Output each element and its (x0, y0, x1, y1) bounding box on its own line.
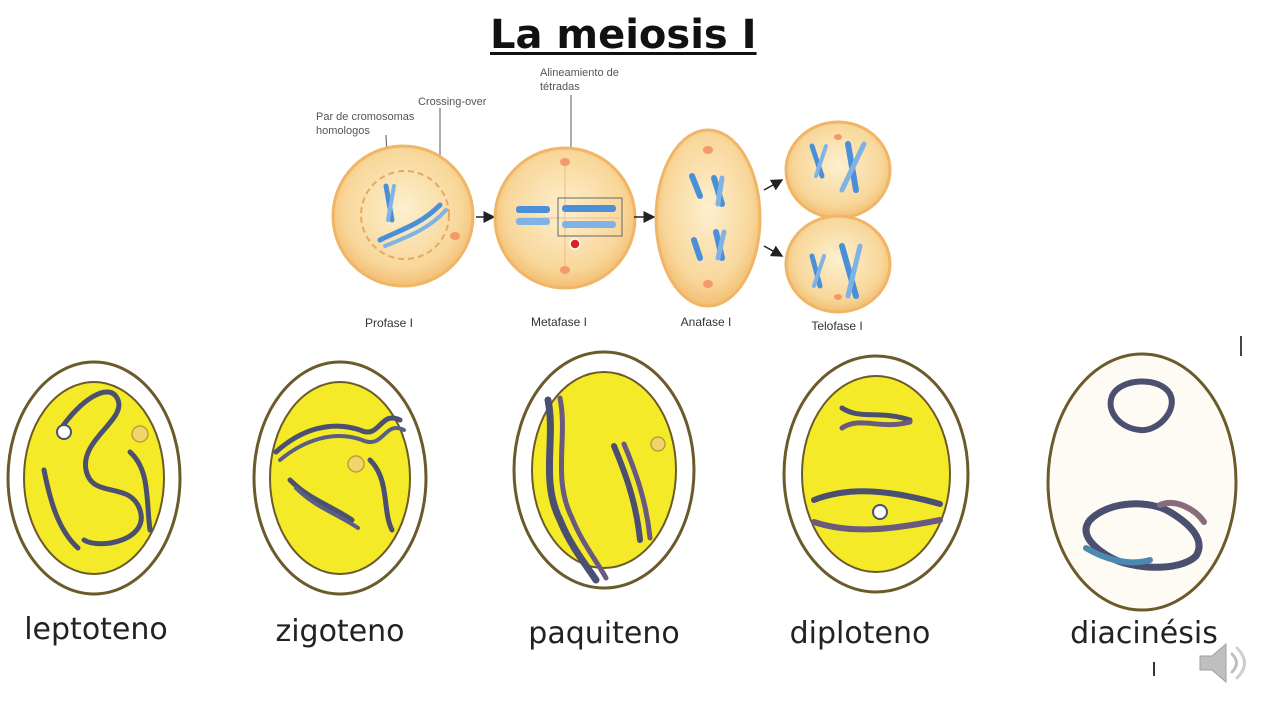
anaphase-cell (654, 128, 762, 308)
stage-label-zygotene: zigoteno (275, 614, 405, 649)
arrow-anaphase-to-telophase-top (763, 179, 784, 191)
cursor-dot (569, 238, 581, 250)
tick-mark (1153, 662, 1155, 676)
annotation-homologous-pair: Par de cromosomas homologos (316, 111, 415, 137)
metaphase-cell (493, 146, 637, 290)
diakinesis-cell (1046, 352, 1238, 612)
arrow-anaphase-to-telophase-bottom (763, 245, 784, 257)
prophase-cell (331, 144, 475, 288)
stage-label-pachytene: paquiteno (528, 616, 680, 651)
pachytene-cell (512, 350, 696, 590)
zygotene-cell (252, 360, 428, 596)
phase-label-anaphase: Anafase I (680, 315, 732, 329)
stage-label-diplotene: diploteno (789, 616, 931, 651)
leptotene-cell (6, 360, 182, 596)
annotation-crossing-over: Crossing-over (418, 96, 487, 108)
phase-label-metaphase: Metafase I (530, 315, 588, 329)
diplotene-cell (782, 354, 970, 594)
annotation-tetrad-alignment: Alineamiento de tétradas (540, 67, 619, 93)
stage-label-diakinesis: diacinésis (1070, 616, 1218, 651)
phase-label-prophase: Profase I (364, 316, 414, 330)
speaker-icon[interactable] (1192, 632, 1254, 694)
telophase-cells (784, 120, 892, 314)
text-cursor (1240, 336, 1242, 356)
stage-label-leptotene: leptoteno (24, 612, 168, 647)
phase-label-telophase: Telofase I (811, 319, 863, 333)
